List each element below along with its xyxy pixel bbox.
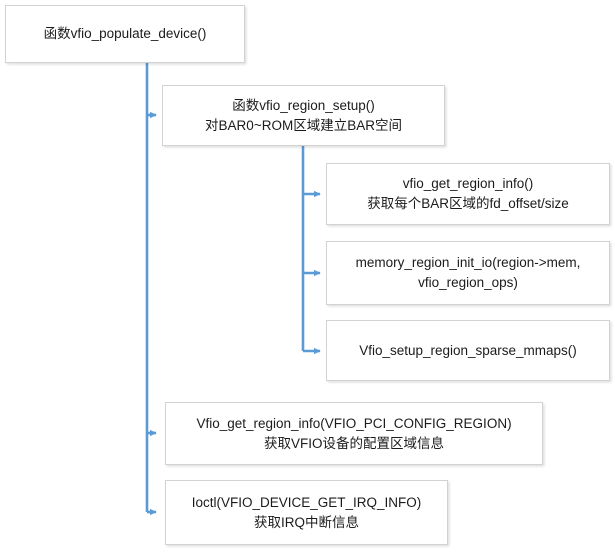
- node-line: vfio_get_region_info(): [402, 176, 534, 192]
- node-line: 函数vfio_populate_device(): [43, 26, 207, 42]
- node-vfio-setup-region-sparse-mmaps[interactable]: Vfio_setup_region_sparse_mmaps(): [326, 320, 610, 381]
- node-line: Ioctl(VFIO_DEVICE_GET_IRQ_INFO): [191, 494, 422, 510]
- node-line: 获取IRQ中断信息: [253, 514, 359, 530]
- node-line: 函数vfio_region_setup(): [232, 97, 375, 113]
- node-vfio-get-region-info-config[interactable]: Vfio_get_region_info(VFIO_PCI_CONFIG_REG…: [165, 402, 543, 465]
- node-vfio-populate-device[interactable]: 函数vfio_populate_device(): [5, 5, 245, 63]
- node-memory-region-init-io[interactable]: memory_region_init_io(region->mem, vfio_…: [326, 241, 610, 305]
- node-line: 获取VFIO设备的配置区域信息: [263, 435, 444, 451]
- node-line: 获取每个BAR区域的fd_offset/size: [367, 196, 569, 211]
- node-ioctl-get-irq-info[interactable]: Ioctl(VFIO_DEVICE_GET_IRQ_INFO) 获取IRQ中断信…: [165, 480, 448, 545]
- node-line: vfio_region_ops): [418, 275, 518, 290]
- node-line: memory_region_init_io(region->mem,: [355, 255, 581, 271]
- node-vfio-region-setup[interactable]: 函数vfio_region_setup() 对BAR0~ROM区域建立BAR空间: [162, 85, 445, 146]
- node-line: 对BAR0~ROM区域建立BAR空间: [205, 117, 402, 133]
- node-vfio-get-region-info[interactable]: vfio_get_region_info() 获取每个BAR区域的fd_offs…: [326, 163, 610, 225]
- node-line: Vfio_setup_region_sparse_mmaps(): [359, 342, 577, 358]
- node-line: Vfio_get_region_info(VFIO_PCI_CONFIG_REG…: [196, 415, 512, 431]
